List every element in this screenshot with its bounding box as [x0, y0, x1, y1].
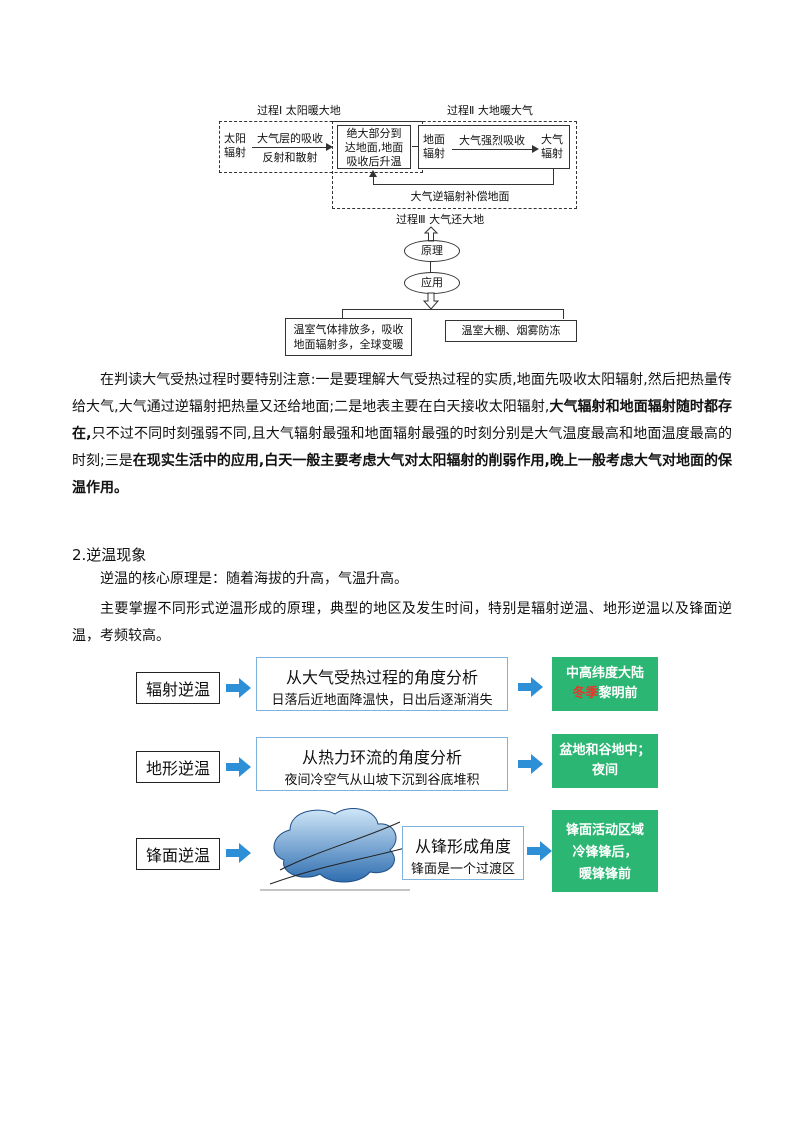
result-box: 锋面活动区域 冷锋锋后， 暖锋锋前 [552, 810, 658, 892]
arrow-right-icon [518, 754, 543, 774]
arrow-line [452, 149, 534, 150]
analysis-box: 从锋形成角度 锋面是一个过渡区 [402, 826, 524, 880]
arrow-right-icon [527, 841, 552, 861]
ground-radiation-label: 地面辐射 [423, 133, 445, 160]
application-oval: 应用 [404, 272, 460, 294]
atmosphere-absorb-top: 大气层的吸收 [257, 132, 323, 145]
branch-line [563, 309, 564, 319]
branch-line [342, 309, 343, 319]
return-line [373, 173, 374, 185]
ground-absorb-box: 绝大部分到 达地面,地面 吸收后升温 [337, 125, 411, 169]
paragraph-heat-process: 在判读大气受热过程时要特别注意:一是要理解大气受热过程的实质,地面先吸收太阳辐射… [72, 372, 733, 496]
return-line [553, 169, 554, 185]
paragraph-core-principle: 逆温的核心原理是：随着海拔的升高，气温升高。 [100, 571, 408, 587]
hollow-arrow-down-icon [423, 292, 439, 310]
result-box: 盆地和谷地中； 夜间 [552, 734, 658, 788]
process3-title: 过程Ⅲ 大气还大地 [396, 213, 485, 226]
application-left-box: 温室气体排放多，吸收 地面辐射多，全球变暖 [285, 318, 412, 356]
branch-line [342, 309, 564, 310]
strong-absorb-label: 大气强烈吸收 [459, 134, 525, 147]
link-line [430, 261, 431, 273]
atmosphere-absorb-bottom: 反射和散射 [262, 151, 318, 164]
return-line [373, 184, 554, 185]
process1-title: 过程Ⅰ 太阳暖大地 [257, 104, 341, 117]
inversion-type-label: 锋面逆温 [136, 838, 220, 870]
arrow-right-icon [226, 678, 251, 698]
front-cloud-illustration-icon [260, 808, 410, 891]
process2-frame [332, 121, 577, 209]
atmosphere-radiation-label: 大气辐射 [541, 133, 563, 160]
inversion-type-label: 地形逆温 [136, 751, 220, 783]
analysis-box: 从热力环流的角度分析 夜间冷空气从山坡下沉到谷底堆积 [256, 737, 508, 791]
principle-oval: 原理 [404, 240, 460, 262]
arrow-head-icon [532, 145, 539, 153]
arrow-up-icon [369, 170, 377, 177]
analysis-box: 从大气受热过程的角度分析 日落后近地面降温快，日出后逐渐消失 [256, 657, 508, 711]
application-right-box: 温室大棚、烟雾防冻 [445, 320, 577, 342]
section-heading: 2.逆温现象 [72, 546, 147, 564]
arrow-line [252, 147, 328, 148]
counter-radiation-label: 大气逆辐射补偿地面 [410, 190, 510, 203]
solar-radiation-label: 太阳辐射 [224, 132, 246, 159]
process2-title: 过程Ⅱ 大地暖大气 [447, 104, 533, 117]
arrow-head-icon [326, 143, 333, 151]
arrow-right-icon [226, 757, 251, 777]
arrow-right-icon [226, 843, 251, 863]
paragraph-main-points: 主要掌握不同形式逆温形成的原理，典型的地区及发生时间，特别是辐射逆温、地形逆温以… [72, 601, 732, 644]
arrow-right-icon [518, 677, 543, 697]
result-box: 中高纬度大陆 冬季黎明前 [552, 657, 658, 711]
ground-radiation-box [418, 125, 570, 169]
connector-line [412, 146, 418, 147]
inversion-type-label: 辐射逆温 [136, 672, 220, 704]
